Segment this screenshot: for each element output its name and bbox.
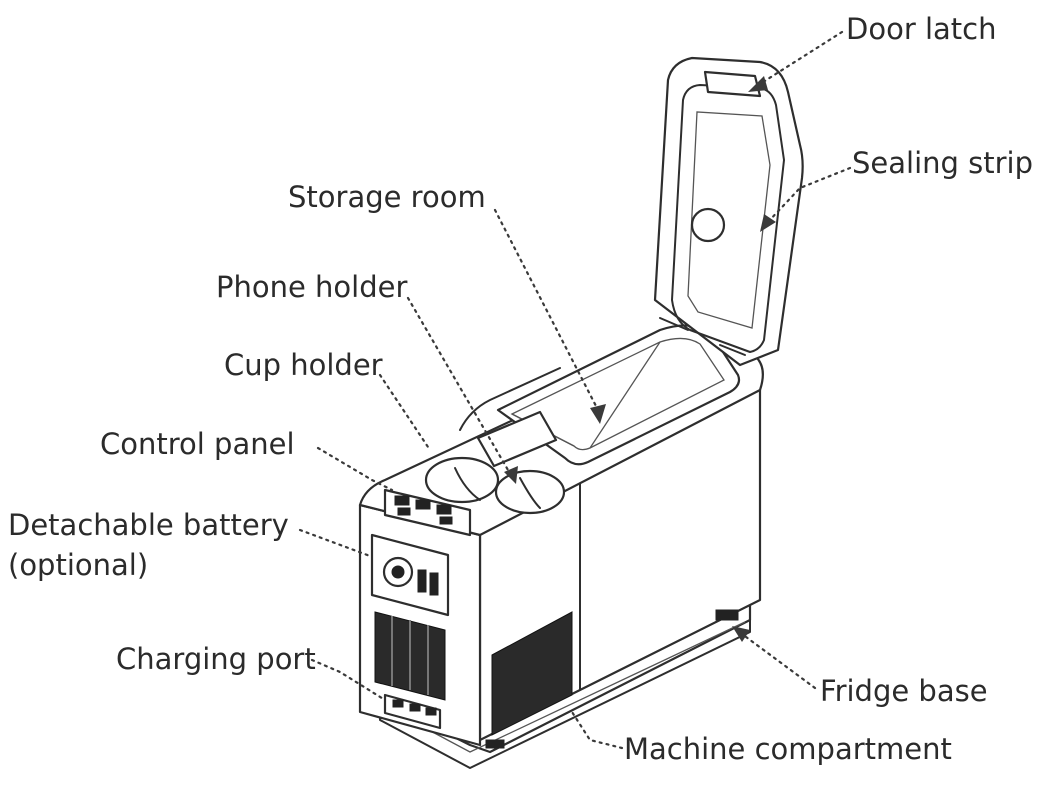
leader-machine-compartment bbox=[570, 710, 624, 750]
leader-sealing-strip bbox=[766, 166, 852, 224]
leader-phone-holder bbox=[406, 296, 510, 472]
label-storage-room: Storage room bbox=[288, 180, 486, 214]
charging-port-shape bbox=[383, 693, 442, 730]
label-sealing-strip: Sealing strip bbox=[852, 146, 1034, 180]
front-vent-grill bbox=[374, 611, 446, 701]
label-control-panel: Control panel bbox=[100, 427, 295, 461]
fridge-lid bbox=[653, 56, 804, 367]
leader-cup-holder bbox=[378, 373, 432, 452]
battery-compartment bbox=[370, 533, 450, 617]
base-feet bbox=[485, 609, 739, 749]
leader-door-latch bbox=[758, 30, 844, 86]
label-cup-holder: Cup holder bbox=[224, 348, 383, 382]
leader-lines bbox=[298, 30, 852, 750]
side-vent-grill bbox=[491, 611, 573, 736]
label-machine-compartment: Machine compartment bbox=[624, 732, 952, 766]
label-detachable-battery-line2: (optional) bbox=[8, 548, 149, 582]
label-phone-holder: Phone holder bbox=[216, 270, 408, 304]
leader-storage-room bbox=[493, 208, 599, 410]
leader-detachable-battery bbox=[298, 528, 372, 558]
fridge-top-surface bbox=[358, 324, 764, 537]
leader-fridge-base bbox=[740, 632, 817, 690]
leader-control-panel bbox=[316, 446, 394, 492]
leader-charging-port bbox=[310, 658, 387, 702]
label-fridge-base: Fridge base bbox=[820, 674, 988, 708]
label-door-latch: Door latch bbox=[846, 12, 997, 46]
label-detachable-battery-line1: Detachable battery bbox=[8, 508, 289, 542]
label-charging-port: Charging port bbox=[116, 642, 316, 676]
